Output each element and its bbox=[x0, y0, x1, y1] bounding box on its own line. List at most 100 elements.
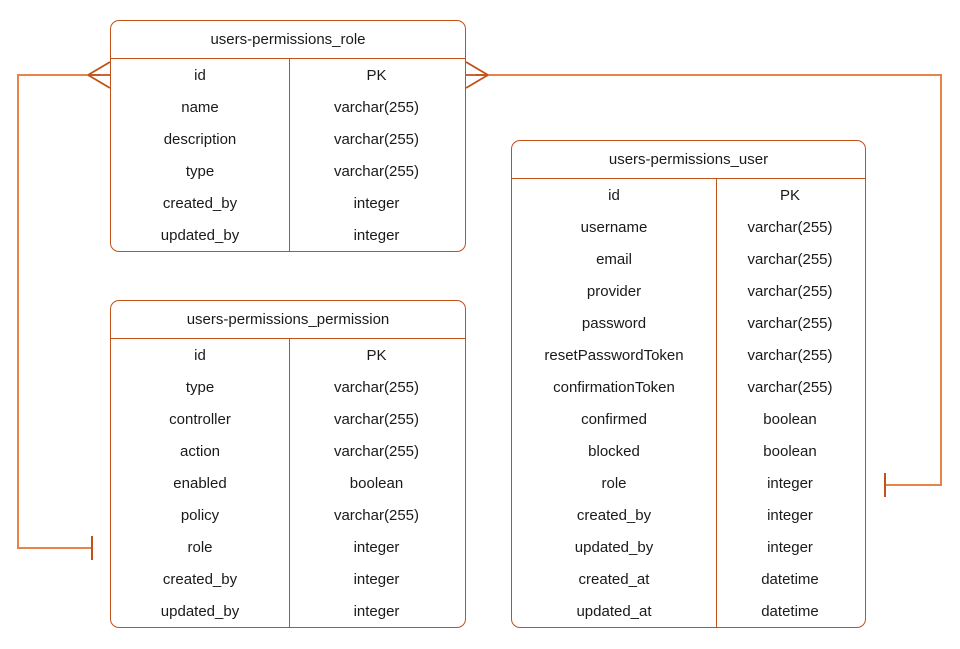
attribute-name: blocked bbox=[588, 442, 640, 460]
cardinality-many-crowsfoot-prong bbox=[465, 61, 489, 76]
attribute-name: confirmationToken bbox=[553, 378, 675, 396]
attribute-type: integer bbox=[353, 194, 400, 212]
column-divider bbox=[289, 59, 290, 251]
attribute-name: id bbox=[608, 186, 620, 204]
attribute-name: role bbox=[601, 474, 627, 492]
attribute-name: name bbox=[181, 98, 219, 116]
attribute-name: type bbox=[185, 162, 215, 180]
attribute-row[interactable]: name varchar(255) bbox=[111, 91, 465, 123]
attribute-name: action bbox=[179, 442, 221, 460]
cardinality-many-crowsfoot-prong bbox=[87, 61, 111, 76]
attribute-row[interactable]: created_by integer bbox=[111, 563, 465, 595]
attribute-row[interactable]: type varchar(255) bbox=[111, 155, 465, 187]
entity-title-user: users-permissions_user bbox=[512, 141, 865, 179]
attribute-type: varchar(255) bbox=[747, 378, 833, 396]
attribute-name: enabled bbox=[173, 474, 227, 492]
attribute-type: integer bbox=[353, 226, 400, 244]
attribute-name: role bbox=[187, 538, 213, 556]
attribute-type: boolean bbox=[763, 442, 817, 460]
attribute-type: varchar(255) bbox=[333, 410, 420, 428]
attribute-type: varchar(255) bbox=[333, 378, 420, 396]
attribute-type: varchar(255) bbox=[333, 162, 420, 180]
attribute-type: integer bbox=[353, 570, 400, 588]
attribute-row[interactable]: created_by integer bbox=[512, 499, 865, 531]
attribute-row[interactable]: created_at datetime bbox=[512, 563, 865, 595]
attribute-name: updated_at bbox=[576, 602, 652, 620]
cardinality-many-crowsfoot-prong bbox=[465, 74, 489, 89]
attribute-row[interactable]: description varchar(255) bbox=[111, 123, 465, 155]
attribute-type: integer bbox=[353, 602, 400, 620]
attribute-type: datetime bbox=[761, 602, 819, 620]
column-divider bbox=[289, 339, 290, 627]
attribute-type: varchar(255) bbox=[747, 218, 833, 236]
attribute-row[interactable]: confirmed boolean bbox=[512, 403, 865, 435]
attribute-row[interactable]: id PK bbox=[111, 59, 465, 91]
attribute-type: PK bbox=[366, 66, 387, 84]
attribute-name: created_by bbox=[576, 506, 652, 524]
relationship-permission-role[interactable] bbox=[17, 61, 111, 560]
attribute-name: confirmed bbox=[581, 410, 647, 428]
attribute-name: created_by bbox=[162, 194, 238, 212]
connector-line bbox=[17, 74, 100, 549]
attribute-name: email bbox=[596, 250, 632, 268]
attribute-name: controller bbox=[169, 410, 231, 428]
attribute-row[interactable]: updated_by integer bbox=[111, 595, 465, 627]
attribute-type: varchar(255) bbox=[747, 314, 833, 332]
attribute-row[interactable]: created_by integer bbox=[111, 187, 465, 219]
attribute-row[interactable]: confirmationToken varchar(255) bbox=[512, 371, 865, 403]
attribute-row[interactable]: id PK bbox=[111, 339, 465, 371]
attribute-row[interactable]: blocked boolean bbox=[512, 435, 865, 467]
attribute-type: PK bbox=[779, 186, 800, 204]
attribute-row[interactable]: id PK bbox=[512, 179, 865, 211]
attribute-name: updated_by bbox=[160, 602, 240, 620]
attribute-name: provider bbox=[586, 282, 642, 300]
attribute-name: updated_by bbox=[160, 226, 240, 244]
attribute-name: created_at bbox=[578, 570, 650, 588]
attribute-name: created_by bbox=[162, 570, 238, 588]
attribute-row[interactable]: action varchar(255) bbox=[111, 435, 465, 467]
cardinality-many-crowsfoot-prong bbox=[87, 74, 111, 89]
attribute-type: integer bbox=[353, 538, 400, 556]
entity-title-permission: users-permissions_permission bbox=[111, 301, 465, 339]
attribute-row[interactable]: type varchar(255) bbox=[111, 371, 465, 403]
attribute-row[interactable]: username varchar(255) bbox=[512, 211, 865, 243]
attribute-type: integer bbox=[767, 538, 813, 556]
attribute-name: description bbox=[163, 130, 237, 148]
attribute-name: resetPasswordToken bbox=[544, 346, 684, 364]
attribute-name: username bbox=[580, 218, 648, 236]
attribute-name: id bbox=[194, 346, 206, 364]
attribute-type: boolean bbox=[763, 410, 817, 428]
attribute-type: varchar(255) bbox=[333, 130, 420, 148]
attribute-type: varchar(255) bbox=[333, 442, 420, 460]
attribute-row[interactable]: updated_by integer bbox=[111, 219, 465, 251]
attribute-row[interactable]: enabled boolean bbox=[111, 467, 465, 499]
attribute-name: id bbox=[194, 66, 206, 84]
attribute-row[interactable]: controller varchar(255) bbox=[111, 403, 465, 435]
attribute-type: boolean bbox=[349, 474, 404, 492]
entity-attributes-permission: id PK type varchar(255) controller varchar(25… bbox=[111, 339, 465, 627]
entity-title-role: users-permissions_role bbox=[111, 21, 465, 59]
column-divider bbox=[716, 179, 717, 627]
attribute-row[interactable]: updated_at datetime bbox=[512, 595, 865, 627]
attribute-row[interactable]: role integer bbox=[111, 531, 465, 563]
attribute-row[interactable]: role integer bbox=[512, 467, 865, 499]
attribute-type: integer bbox=[767, 506, 813, 524]
attribute-name: type bbox=[185, 378, 215, 396]
attribute-type: PK bbox=[366, 346, 387, 364]
attribute-type: varchar(255) bbox=[333, 98, 420, 116]
attribute-type: datetime bbox=[761, 570, 819, 588]
attribute-type: integer bbox=[767, 474, 813, 492]
entity-attributes-role: id PK name varchar(255) description varchar(2… bbox=[111, 59, 465, 251]
attribute-name: policy bbox=[180, 506, 220, 524]
